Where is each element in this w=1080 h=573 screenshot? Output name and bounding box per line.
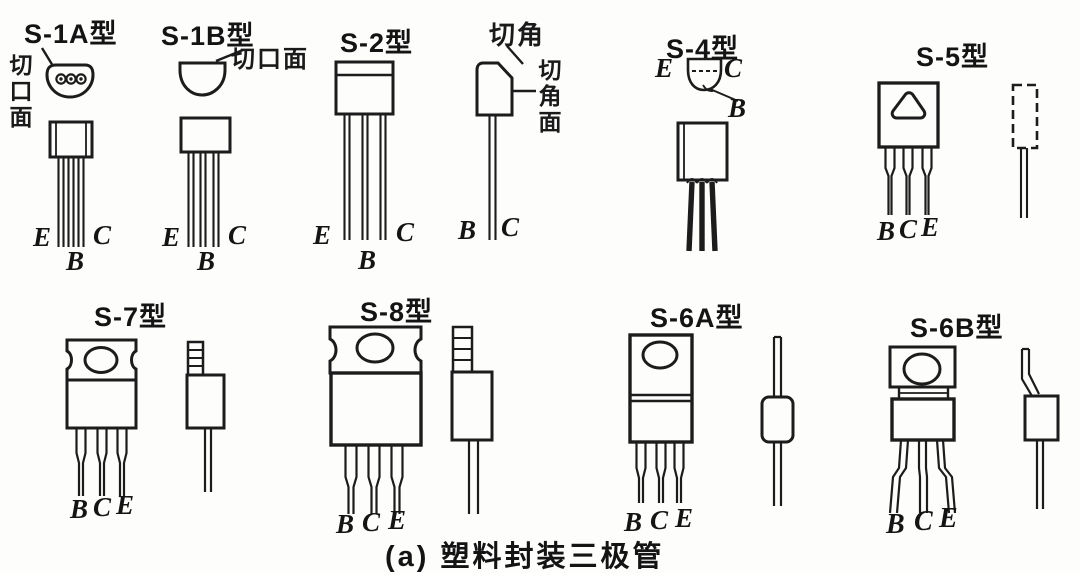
pin-label-e: E <box>116 490 135 520</box>
pin-label-e: E <box>675 503 694 533</box>
pin-label-b: B <box>728 93 747 123</box>
pin-label-e: E <box>388 505 407 535</box>
pin-label-e: E <box>313 220 332 250</box>
pin-label-b: B <box>877 216 896 246</box>
pin-label-e: E <box>921 212 940 242</box>
package-title-s5: S-5型 <box>916 42 990 72</box>
pin-label-c: C <box>650 505 669 535</box>
pin-label-b: B <box>624 507 643 537</box>
pin-label-b: B <box>197 246 216 276</box>
package-title-s4: S-4型 <box>666 34 740 64</box>
cut-face-label-s1a: 切口面 <box>6 53 32 131</box>
pin-label-b: B <box>336 509 355 539</box>
pin-label-c: C <box>899 214 918 244</box>
package-title-s1b: S-1B型 <box>161 21 255 51</box>
pin-label-c: C <box>914 506 933 537</box>
pin-label-c: C <box>396 217 415 247</box>
pin-label-b: B <box>66 246 85 276</box>
s4-drawing <box>676 57 739 252</box>
pin-label-b: B <box>886 509 905 540</box>
pin-label-e: E <box>162 222 181 252</box>
pin-label-b: B <box>70 494 89 524</box>
s1b-drawing <box>178 48 244 247</box>
cut-corner-face-label: 切角面 <box>535 58 561 136</box>
cut-corner-label: 切角 <box>489 20 546 50</box>
pin-label-c: C <box>501 212 520 242</box>
package-title-s6a: S-6A型 <box>650 303 744 333</box>
s7-drawing <box>65 338 226 496</box>
package-title-s7: S-7型 <box>94 302 168 332</box>
s6a-drawing <box>628 333 795 506</box>
pin-label-b: B <box>358 245 377 275</box>
pin-label-e: E <box>33 222 52 252</box>
package-title-s1a: S-1A型 <box>24 19 118 49</box>
pin-label-c: C <box>724 53 743 83</box>
package-title-s2: S-2型 <box>340 28 414 58</box>
s2-side-view-drawing <box>475 45 536 240</box>
pin-label-c: C <box>362 507 381 537</box>
s6b-drawing <box>888 345 1060 514</box>
package-title-s6b: S-6B型 <box>910 313 1004 343</box>
s1a-drawing <box>40 47 95 247</box>
pin-label-e: E <box>655 53 674 83</box>
pin-label-c: C <box>228 220 247 250</box>
s5-drawing <box>877 81 1039 218</box>
pin-label-c: C <box>93 220 112 250</box>
s2-drawing <box>334 60 395 240</box>
cut-face-label-s1b: 切口面 <box>231 46 309 73</box>
pin-label-e: E <box>939 503 958 534</box>
pin-label-b: B <box>458 215 477 245</box>
figure-caption: (a) 塑料封装三极管 <box>385 541 665 573</box>
s8-drawing <box>328 325 494 514</box>
pin-label-c: C <box>93 492 112 522</box>
package-title-s8: S-8型 <box>360 297 434 327</box>
